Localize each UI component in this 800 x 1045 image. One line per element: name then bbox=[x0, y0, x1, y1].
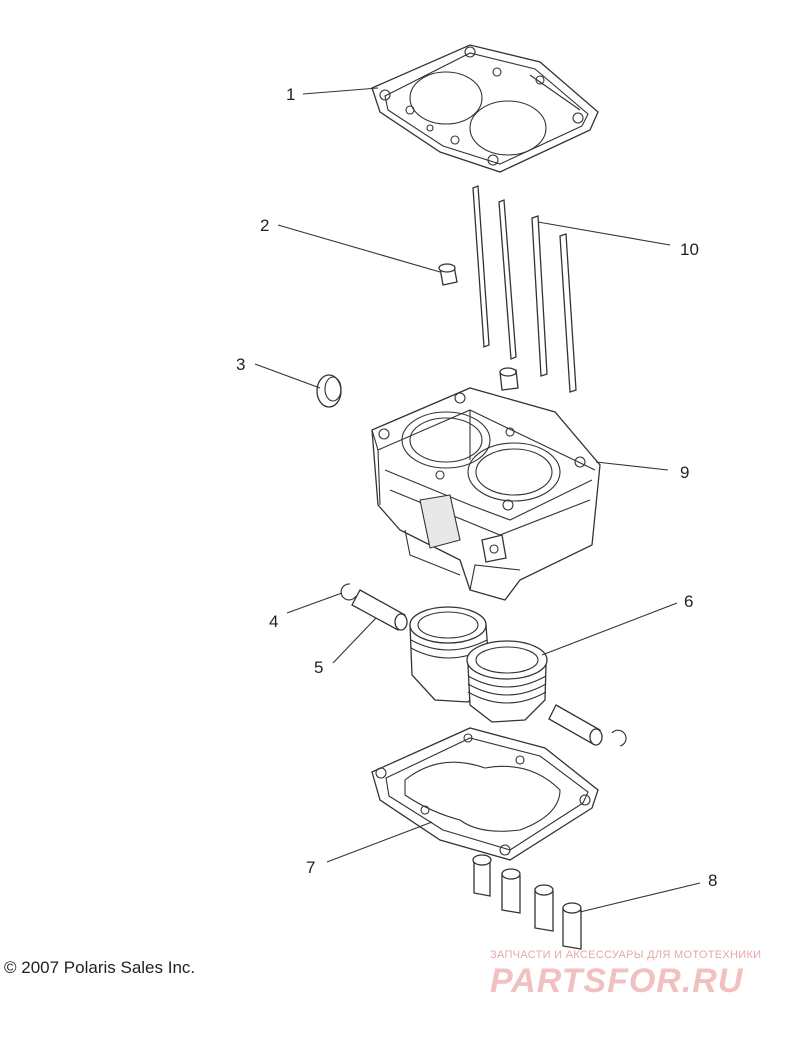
circlip-part bbox=[340, 583, 627, 747]
callout-7: 7 bbox=[306, 858, 315, 877]
callout-3: 3 bbox=[236, 355, 245, 374]
dowel-sleeve-part bbox=[438, 263, 458, 286]
callout-1: 1 bbox=[286, 85, 295, 104]
callout-9: 9 bbox=[680, 463, 689, 482]
plug-cap-part bbox=[316, 374, 342, 408]
callout-8: 8 bbox=[708, 871, 717, 890]
leader-lines bbox=[254, 87, 701, 913]
callout-labels: 1 2 3 4 5 6 7 8 9 10 bbox=[236, 85, 717, 890]
pushrod-part bbox=[472, 185, 577, 393]
watermark-brand: PARTSFOR.RU bbox=[490, 962, 744, 1000]
valve-lifter-part bbox=[472, 854, 582, 950]
base-gasket-part bbox=[371, 727, 599, 861]
wrist-pin-part bbox=[351, 589, 603, 746]
callout-10: 10 bbox=[680, 240, 699, 259]
head-gasket-part bbox=[371, 44, 599, 173]
copyright-text: © 2007 Polaris Sales Inc. bbox=[4, 958, 196, 977]
cylinder-block-part bbox=[371, 387, 601, 601]
watermark-tagline: ЗАПЧАСТИ И АКСЕССУАРЫ ДЛЯ МОТОТЕХНИКИ bbox=[490, 949, 762, 961]
callout-5: 5 bbox=[314, 658, 323, 677]
callout-2: 2 bbox=[260, 216, 269, 235]
callout-4: 4 bbox=[269, 612, 278, 631]
callout-6: 6 bbox=[684, 592, 693, 611]
piston-part bbox=[409, 606, 548, 723]
cylinder-dowel-part bbox=[499, 367, 519, 391]
